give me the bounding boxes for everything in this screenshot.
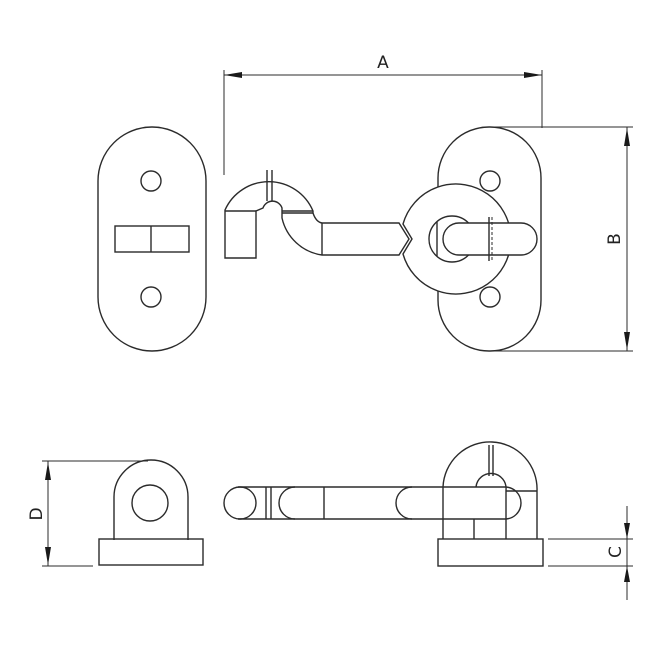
dimension-d: D	[27, 460, 148, 567]
dimension-b: B	[490, 126, 633, 352]
dimension-b-label: B	[605, 233, 625, 245]
dimension-a: A	[223, 53, 543, 175]
staple-side-view	[98, 459, 204, 566]
hook-arm-top-view	[224, 170, 410, 259]
staple-plate-top-view	[97, 126, 207, 352]
dimension-a-label: A	[377, 53, 389, 73]
dimension-c: C	[548, 506, 633, 600]
hook-plate-top-view	[402, 126, 542, 352]
dimension-c-label: C	[606, 546, 626, 558]
dimension-d-label: D	[27, 507, 47, 520]
hook-side-view	[223, 441, 544, 567]
